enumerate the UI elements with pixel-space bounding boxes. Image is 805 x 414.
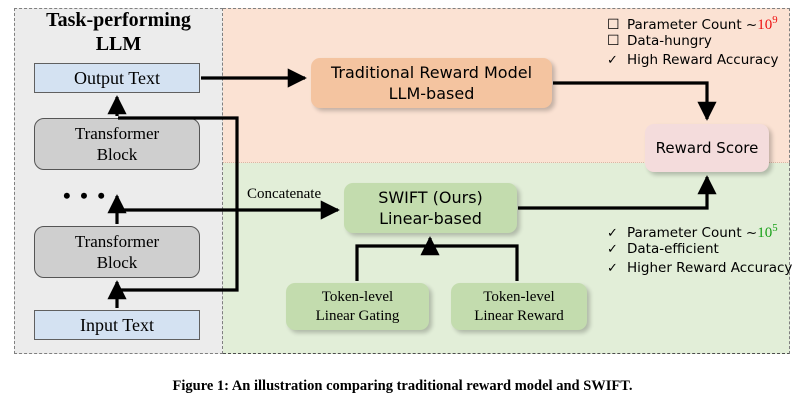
reward-head-line2: Linear Reward <box>474 307 564 324</box>
swift-model-box[interactable]: SWIFT (Ours) Linear-based <box>344 183 517 233</box>
input-text-box[interactable]: Input Text <box>34 310 200 340</box>
figure-caption: Figure 1: An illustration comparing trad… <box>172 378 633 394</box>
llm-panel-title-line2: LLM <box>95 33 142 55</box>
swift-model-properties-list: ✓ Parameter Count ~ 105 ✓ Data-efficient ✓ Hi… <box>607 222 792 279</box>
reward-score-box[interactable]: Reward Score <box>645 124 769 172</box>
traditional-reward-model-line2: LLM-based <box>388 84 475 103</box>
swift-model-line2: Linear-based <box>379 209 482 228</box>
swift-property-item-0: ✓ Parameter Count ~ 105 <box>607 222 792 241</box>
llm-panel-title: Task-performing LLM <box>16 8 221 56</box>
transformer-block-top-line1: Transformer <box>74 124 160 143</box>
swift-property-item-1-label: Data-efficient <box>627 241 719 257</box>
region-task-performing-llm <box>14 8 223 354</box>
swift-property-item-1: ✓ Data-efficient <box>607 241 792 260</box>
transformer-block-top-line2: Block <box>96 145 138 164</box>
region-vertical-divider <box>222 8 223 354</box>
checkmark-icon: ✓ <box>607 242 618 257</box>
traditional-property-item-0-label: Parameter Count ~ <box>627 17 758 33</box>
traditional-property-item-0: ☐ Parameter Count ~ 109 <box>607 14 779 33</box>
traditional-property-item-2-label: High Reward Accuracy <box>627 52 779 68</box>
transformer-block-top[interactable]: Transformer Block <box>34 118 200 170</box>
input-text-label: Input Text <box>80 314 154 335</box>
swift-property-item-2-label: Higher Reward Accuracy <box>627 260 793 276</box>
concatenate-label: Concatenate <box>247 186 322 202</box>
traditional-property-item-1-label: Data-hungry <box>627 33 712 49</box>
traditional-property-item-2: ✓ High Reward Accuracy <box>607 52 779 71</box>
reward-score-label: Reward Score <box>655 139 759 157</box>
traditional-property-item-0-value: 109 <box>757 14 778 33</box>
output-text-label: Output Text <box>74 67 160 88</box>
traditional-property-item-1: ☐ Data-hungry <box>607 33 779 52</box>
transformer-block-bottom[interactable]: Transformer Block <box>34 226 200 278</box>
token-level-linear-reward-box[interactable]: Token-level Linear Reward <box>451 283 587 330</box>
traditional-model-properties-list: ☐ Parameter Count ~ 109 ☐ Data-hungry ✓ High … <box>607 14 779 71</box>
swift-property-item-0-value: 105 <box>757 222 778 241</box>
empty-checkbox-icon: ☐ <box>607 33 620 49</box>
transformer-block-bottom-line2: Block <box>96 253 138 272</box>
traditional-reward-model-box[interactable]: Traditional Reward Model LLM-based <box>311 58 552 108</box>
checkmark-icon: ✓ <box>607 226 618 241</box>
empty-checkbox-icon: ☐ <box>607 17 620 33</box>
gating-line1: Token-level <box>321 288 394 305</box>
llm-panel-title-line1: Task-performing <box>46 9 191 31</box>
swift-property-item-0-label: Parameter Count ~ <box>627 225 758 241</box>
reward-head-line1: Token-level <box>483 288 555 305</box>
stack-ellipsis: • • • <box>62 183 108 208</box>
swift-property-item-2: ✓ Higher Reward Accuracy <box>607 260 792 279</box>
checkmark-icon: ✓ <box>607 261 618 276</box>
output-text-box[interactable]: Output Text <box>34 63 200 93</box>
gating-line2: Linear Gating <box>315 307 400 324</box>
token-level-linear-gating-box[interactable]: Token-level Linear Gating <box>286 283 429 330</box>
traditional-reward-model-line1: Traditional Reward Model <box>330 63 533 82</box>
swift-model-line1: SWIFT (Ours) <box>378 188 483 207</box>
transformer-block-bottom-line1: Transformer <box>74 232 160 251</box>
checkmark-icon: ✓ <box>607 53 618 68</box>
